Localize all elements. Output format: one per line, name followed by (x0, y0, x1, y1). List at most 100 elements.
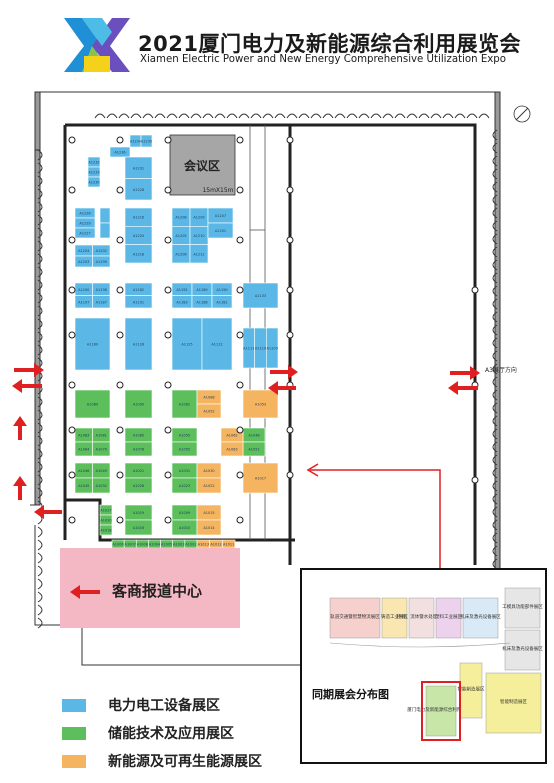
booth-label: A1089 (87, 403, 98, 407)
legend: 电力电工设备展区 储能技术及应用展区 新能源及可再生能源展区 (62, 692, 302, 782)
booth-label: A1206 (175, 252, 186, 256)
booth-label: A1062 (226, 434, 237, 438)
legend-label-power: 电力电工设备展区 (108, 698, 220, 714)
booth-label: A1112 (211, 343, 222, 347)
booth-label: A1236 (114, 151, 125, 155)
booth-storage (74, 389, 111, 419)
booth-label: A1028 (133, 484, 144, 488)
booth-label: A1019 (133, 511, 144, 515)
meeting-room: 会议区 15mX15m (169, 134, 236, 196)
booth-label: A1082 (179, 403, 190, 407)
booth-label: A1050 (179, 448, 190, 452)
booth-label: A1080 (133, 434, 144, 438)
booth-power (74, 227, 96, 239)
booth-label: A1201 (215, 229, 226, 233)
booth-label: A1199 (96, 260, 107, 264)
booth-label: A1216 (133, 216, 144, 220)
hall-window-column-left (37, 149, 43, 629)
booth-label: A1187 (96, 300, 107, 304)
booth-label: A1229 (79, 222, 90, 226)
booth-label: A1014 (203, 526, 215, 530)
inset-zone (408, 597, 435, 639)
legend-item-renewable: 新能源及可再生能源展区 (62, 750, 262, 772)
booth-renewable (220, 441, 244, 457)
booth-label: A1059 (179, 434, 190, 438)
booth-label: A1204 (78, 249, 90, 253)
booth-label: A1002 (185, 543, 196, 547)
booth-label: A1090 (133, 403, 144, 407)
booth-label: A1021 (133, 469, 144, 473)
inset-zone (329, 597, 381, 639)
pillar-grid (68, 136, 479, 524)
booth-label: A1181 (216, 300, 227, 304)
booth-label: A1009 (179, 511, 190, 515)
booth-label: A1111 (243, 347, 254, 351)
booth-label: A1235 (141, 140, 152, 144)
booth-label: A1202 (96, 249, 107, 253)
booth-label: A1125 (181, 343, 192, 347)
booth-label: A1197 (78, 300, 89, 304)
inset-zone-label: 智能制造展区 (500, 698, 527, 705)
booth-label: A1233 (88, 171, 99, 175)
booth-label: A1110 (255, 347, 266, 351)
booth-label: A1126 (133, 343, 144, 347)
inset-zone-label: 智能制造展区 (458, 686, 485, 693)
expo-title-en: Xiamen Electric Power and New Energy Com… (140, 54, 507, 65)
legend-label-renewable: 新能源及可再生能源展区 (108, 754, 262, 770)
booth-label: A1209 (193, 216, 204, 220)
booth-power (207, 222, 234, 239)
booth-label: A1063 (226, 448, 237, 452)
booth-label: A1226 (79, 212, 90, 216)
booth-label: A1004 (149, 543, 161, 547)
inset-zone-label: 环保、流体暨水处理展区 (397, 613, 447, 620)
inset-map: 轨道交通暨智慧物流展区铸造工业展区环保、流体暨水处理展区塑料工业展区机床及激光设… (300, 568, 547, 764)
booth-label: A1023 (179, 484, 190, 488)
booth-storage (99, 524, 113, 536)
booth-renewable (196, 403, 222, 419)
booth-label: A1180 (87, 343, 98, 347)
booth-label: A1048 (248, 434, 259, 438)
hall-window-row-top (94, 113, 490, 119)
inset-zone-label: 机床及激光设备展区 (460, 613, 501, 620)
booth-power (140, 134, 153, 148)
booth-power (124, 295, 153, 309)
inset-highlight (421, 681, 461, 741)
booth-label: A1015 (203, 511, 214, 515)
booth-label: A1191 (133, 300, 144, 304)
booth-label: A1189 (196, 288, 207, 292)
booth-power (99, 222, 111, 239)
inset-connector-arrow-icon (306, 463, 441, 575)
booth-power (74, 317, 111, 371)
booth-renewable (196, 477, 222, 494)
booth-label: A1230 (88, 181, 99, 185)
expo-title-cn: 2021厦门电力及新能源综合利用展览会 (138, 32, 521, 56)
booth-storage (124, 519, 153, 536)
booth-label: A1198 (96, 288, 107, 292)
booth-label: A1020 (100, 519, 111, 523)
booth-label: A1027 (100, 509, 111, 513)
booth-label: A1211 (193, 252, 204, 256)
booth-power (99, 207, 111, 224)
booth-label: A1227 (79, 232, 90, 236)
booth-power (201, 317, 233, 371)
booth-label: A1079 (96, 448, 107, 452)
booth-label: A1109 (267, 347, 278, 351)
legend-item-power: 电力电工设备展区 (62, 694, 220, 716)
booth-power (211, 295, 233, 309)
booth-renewable (242, 389, 279, 419)
booth-label: A1051 (248, 448, 259, 452)
booth-storage (124, 389, 153, 419)
booth-label: A1083 (78, 434, 89, 438)
booth-label: A1030 (203, 469, 214, 473)
inset-title: 同期展会分布图 (312, 687, 389, 701)
inset-zone-label: 机床及激光设备展区 (502, 645, 543, 652)
booth-label: A1231 (133, 166, 144, 170)
inset-zone (435, 597, 462, 639)
booth-power (124, 178, 153, 201)
legend-swatch-renewable (62, 754, 86, 768)
booth-label: A1188 (196, 300, 207, 304)
booth-label: A1022 (203, 484, 214, 488)
inset-zone (381, 597, 408, 639)
